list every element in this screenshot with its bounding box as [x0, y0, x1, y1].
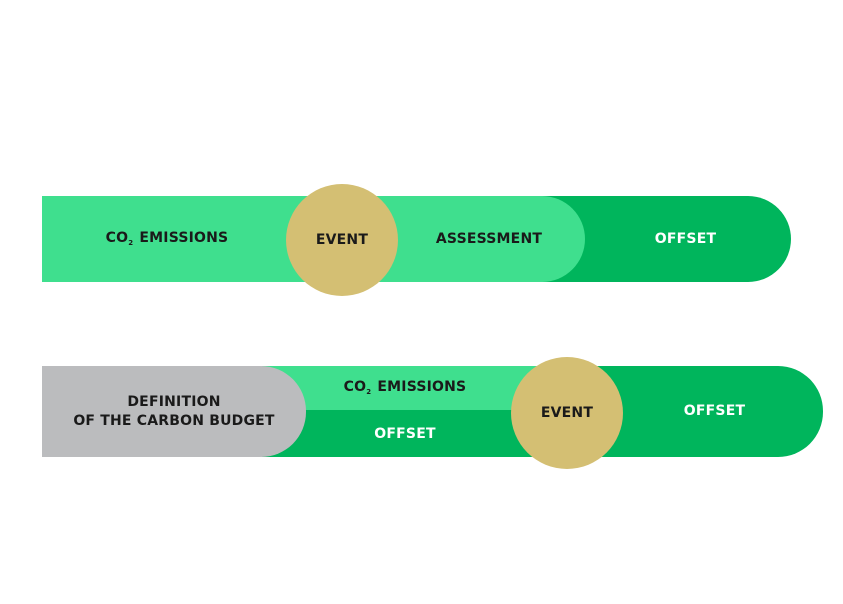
- row1-emissions-label: CO2 EMISSIONS: [105, 230, 229, 248]
- row1-offset-label: OFFSET: [654, 230, 717, 247]
- row2-offset-lower-cell: OFFSET: [300, 412, 510, 457]
- row2-event-circle: EVENT: [511, 357, 623, 469]
- row2-offset-lower-label: OFFSET: [374, 426, 436, 443]
- row1-event-label: EVENT: [315, 231, 369, 248]
- row2-emissions-cell: CO2 EMISSIONS: [300, 366, 510, 410]
- row1-emissions-cell: CO2 EMISSIONS: [42, 196, 292, 282]
- row2-event-label: EVENT: [540, 404, 594, 421]
- row1-assessment-label: ASSESSMENT: [435, 230, 543, 247]
- row1-assessment-cell: ASSESSMENT: [398, 196, 580, 282]
- row2-emissions-label: CO2 EMISSIONS: [343, 379, 467, 397]
- row2-offset-right-label: OFFSET: [683, 403, 746, 420]
- row1-event-circle: EVENT: [286, 184, 398, 296]
